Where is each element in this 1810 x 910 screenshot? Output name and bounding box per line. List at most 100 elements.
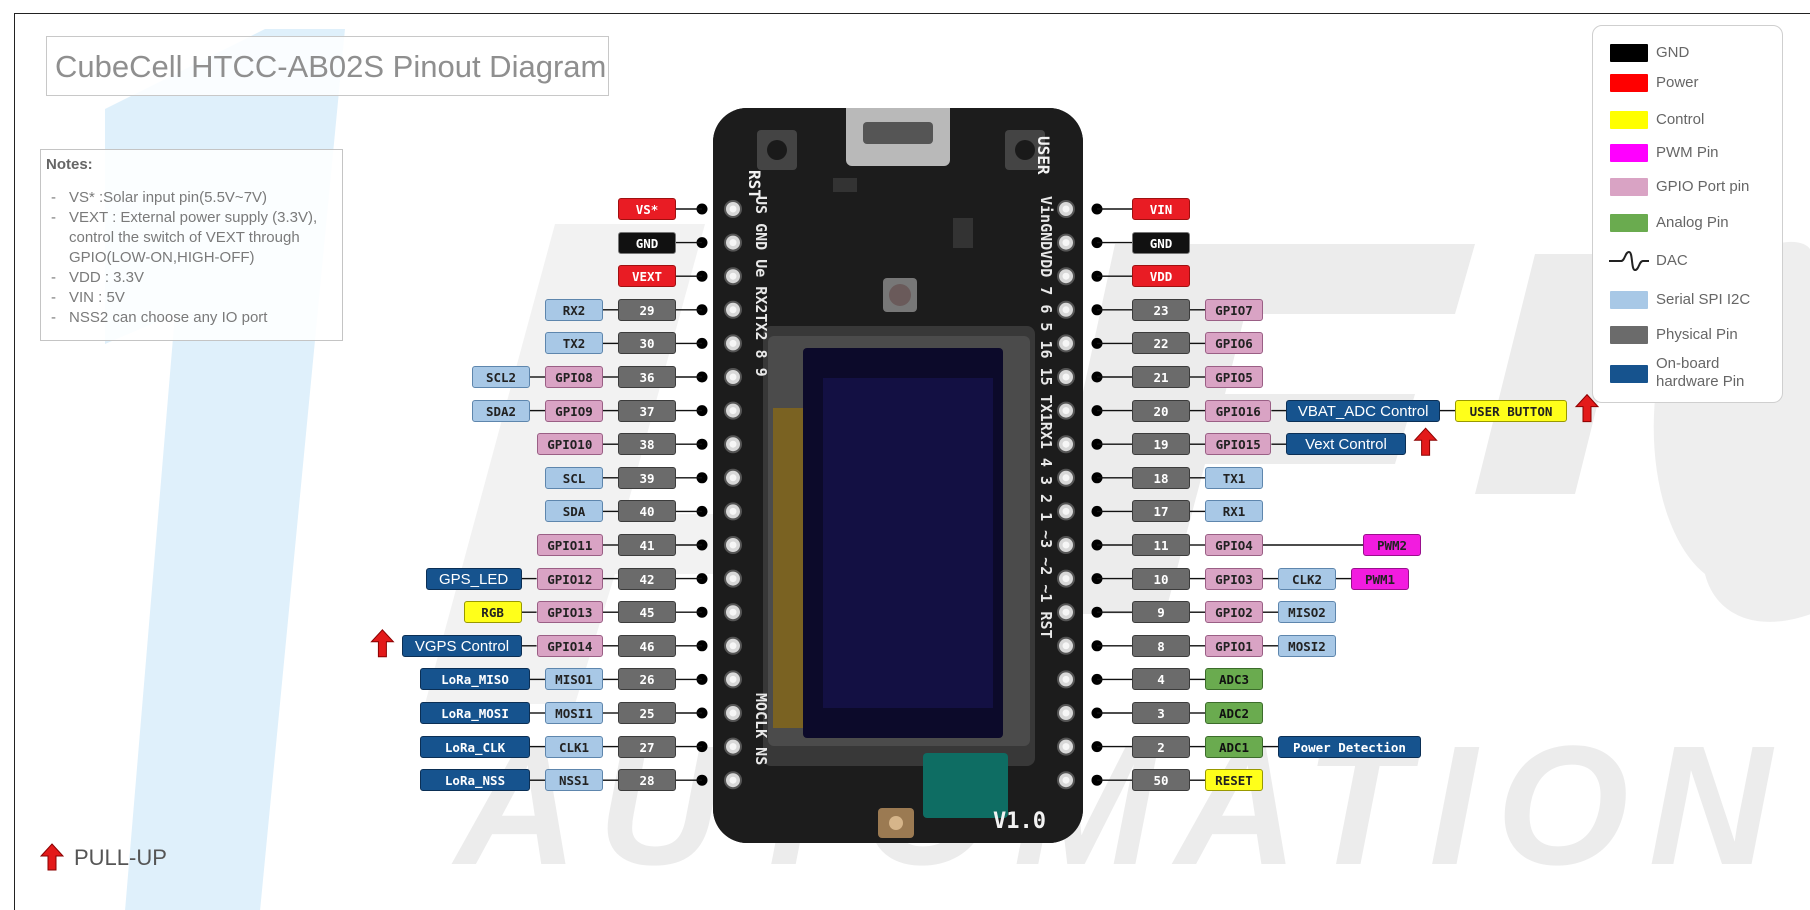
header-hole-center	[729, 743, 737, 751]
pin-label-ser: CLK2	[1278, 567, 1336, 590]
notes-list: VS* :Solar input pin(5.5V~7V) VEXT : Ext…	[47, 188, 337, 328]
pin-label-hw: LoRa_MISO	[420, 668, 530, 691]
pin-label-gpio: GPIO11	[536, 534, 603, 556]
header-hole-center	[1062, 675, 1070, 683]
legend-item: GND	[1593, 44, 1784, 74]
legend-swatch-power	[1610, 74, 1648, 92]
pin-label-phy: 26	[618, 668, 676, 691]
pin-label-ser: RX2	[545, 298, 603, 321]
pin-label-phy: 17	[1132, 500, 1190, 523]
pin-label-ser: NSS1	[545, 769, 603, 792]
pin-label-gpio: GPIO1	[1205, 634, 1263, 657]
pin-label-pwr: VIN	[1132, 198, 1190, 220]
pullup-label: PULL-UP	[74, 845, 167, 870]
pin-label-ser: SCL2	[472, 366, 530, 388]
legend-item: Control	[1593, 111, 1784, 141]
pin-label-ser: SDA	[545, 500, 603, 523]
header-hole-center	[1062, 239, 1070, 247]
pin-label-phy: 2	[1132, 735, 1190, 758]
pullup-arrow-icon	[1574, 393, 1600, 423]
pin-label-phy: 40	[618, 500, 676, 523]
legend: GND Power Control PWM Pin GPIO Port pin …	[1592, 25, 1783, 403]
pin-label-gpio: GPIO9	[545, 399, 603, 422]
pin-label-phy: 21	[1132, 366, 1190, 388]
legend-label: Power	[1656, 74, 1699, 91]
header-hole-center	[729, 373, 737, 381]
header-hole-center	[729, 239, 737, 247]
pin-label-pwr: VDD	[1132, 265, 1190, 288]
header-hole-center	[1062, 507, 1070, 515]
legend-swatch-pwm	[1610, 144, 1648, 162]
left-silkscreen-bottom: MOCLK NS	[752, 693, 770, 765]
header-hole-center	[729, 709, 737, 717]
pin-label-phy: 36	[618, 366, 676, 388]
pin-label-phy: 50	[1132, 769, 1190, 792]
pin-label-pwr: VEXT	[618, 265, 676, 288]
pin-label-phy: 41	[618, 534, 676, 556]
diagram-title-box: CubeCell HTCC-AB02S Pinout Diagram	[46, 36, 609, 96]
header-hole-center	[729, 339, 737, 347]
legend-item: DAC	[1593, 250, 1784, 282]
pin-label-pwr: VS*	[618, 198, 676, 220]
pin-label-ctl: RESET	[1205, 769, 1263, 792]
pin-label-phy: 27	[618, 735, 676, 758]
legend-swatch-gpio	[1610, 178, 1648, 196]
pin-label-phy: 20	[1132, 399, 1190, 422]
pin-label-ctl: USER BUTTON	[1455, 399, 1567, 422]
legend-swatch-physical	[1610, 326, 1648, 344]
pin-label-ser: TX1	[1205, 466, 1263, 489]
pin-label-gpio: GPIO3	[1205, 567, 1263, 590]
pin-label-hw: LoRa_MOSI	[420, 702, 530, 724]
header-hole-center	[729, 306, 737, 314]
pin-label-phy: 38	[618, 433, 676, 456]
legend-item: Analog Pin	[1593, 214, 1784, 244]
pin-label-hw: VBAT_ADC Control	[1286, 399, 1440, 422]
legend-item: Power	[1593, 74, 1784, 104]
pin-label-gpio: GPIO13	[536, 601, 603, 624]
legend-swatch-gnd	[1610, 44, 1648, 62]
legend-item: Serial SPI I2C	[1593, 291, 1784, 321]
legend-label: DAC	[1656, 252, 1688, 269]
board-image: RST USER V1.0 US GND Ue RX2TX2 8 9 MOCLK…	[713, 98, 1083, 843]
pin-label-hw: Power Detection	[1278, 735, 1421, 758]
pullup-legend: PULL-UP	[40, 843, 230, 873]
pin-label-gpio: GPIO16	[1205, 399, 1272, 422]
legend-label: Physical Pin	[1656, 326, 1738, 343]
pin-label-gpio: GPIO7	[1205, 298, 1263, 321]
diagram-title: CubeCell HTCC-AB02S Pinout Diagram	[55, 49, 607, 84]
pin-label-ser: MISO1	[545, 668, 603, 691]
pin-label-phy: 25	[618, 702, 676, 724]
version-silkscreen: V1.0	[993, 809, 1046, 834]
pin-label-ser: MOSI2	[1278, 634, 1336, 657]
pin-label-phy: 39	[618, 466, 676, 489]
rst-silkscreen: RST	[745, 170, 764, 199]
legend-swatch-onboard	[1610, 365, 1648, 383]
pin-label-gnd: GND	[1132, 231, 1190, 254]
header-hole-center	[1062, 743, 1070, 751]
legend-label: Control	[1656, 111, 1705, 128]
pin-label-hw: LoRa_NSS	[420, 769, 530, 792]
pullup-arrow-icon	[1413, 427, 1438, 456]
pin-label-gnd: GND	[618, 231, 676, 254]
legend-item: PWM Pin	[1593, 144, 1784, 174]
pin-label-ser: RX1	[1205, 500, 1263, 523]
pin-label-phy: 8	[1132, 634, 1190, 657]
legend-label: GPIO Port pin	[1656, 178, 1750, 195]
pin-label-phy: 18	[1132, 466, 1190, 489]
pin-label-phy: 23	[1132, 298, 1190, 321]
pin-label-pwm: PWM2	[1363, 534, 1421, 556]
header-hole-center	[729, 608, 737, 616]
header-hole-center	[729, 675, 737, 683]
pin-label-phy: 30	[618, 332, 676, 355]
header-hole-center	[1062, 306, 1070, 314]
pin-label-gpio: GPIO14	[536, 634, 603, 657]
header-hole-center	[729, 272, 737, 280]
header-hole-center	[1062, 709, 1070, 717]
pin-label-gpio: GPIO5	[1205, 366, 1263, 388]
legend-label: On-board hardware Pin	[1656, 355, 1745, 390]
pin-label-phy: 46	[618, 634, 676, 657]
pin-label-gpio: GPIO8	[545, 366, 603, 388]
note-item: VEXT : External power supply (3.3V), con…	[47, 208, 337, 268]
pin-label-ser: TX2	[545, 332, 603, 355]
right-silkscreen: VinGNDVDD 7 6 5 16 15 TX1RX1 4 3 2 1 ~3 …	[1037, 196, 1055, 639]
